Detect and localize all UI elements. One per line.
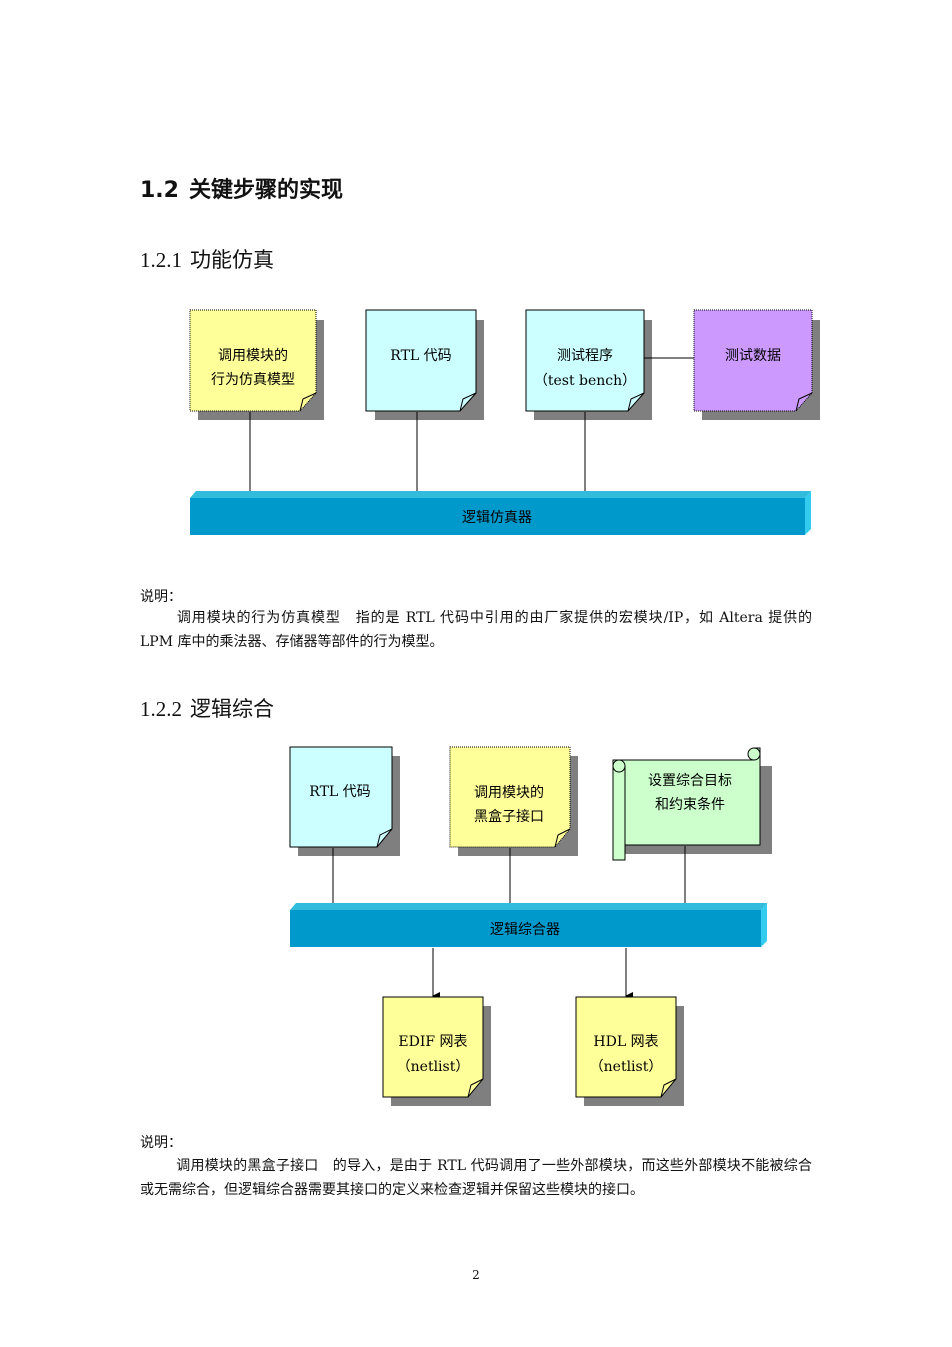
behavior-model-line2: 行为仿真模型 bbox=[211, 372, 295, 388]
behavior-model-box: 调用模块的 行为仿真模型 bbox=[189, 309, 324, 420]
logic-simulator-bar: 逻辑仿真器 bbox=[190, 491, 811, 535]
constraints-line2: 和约束条件 bbox=[655, 796, 725, 813]
subsection-number-2: 1.2.2 bbox=[140, 697, 182, 721]
black-box-line1: 调用模块的 bbox=[474, 785, 544, 801]
rtl-code-label: RTL 代码 bbox=[390, 348, 451, 364]
test-bench-line1: 测试程序 bbox=[557, 348, 613, 364]
edif-line1: EDIF 网表 bbox=[398, 1034, 467, 1050]
constraints-scroll-box: 设置综合目标 和约束条件 bbox=[612, 747, 772, 861]
section-number: 1.2 bbox=[140, 178, 179, 203]
note-paragraph-2: 调用模块的黑盒子接口 的导入，是由于 RTL 代码调用了一些外部模块，而这些外部… bbox=[140, 1154, 812, 1202]
subsection-title-1: 功能仿真 bbox=[190, 248, 274, 272]
logic-synthesizer-bar: 逻辑综合器 bbox=[290, 903, 767, 947]
test-bench-box: 测试程序 （test bench） bbox=[525, 309, 652, 420]
rtl-code-label-2: RTL 代码 bbox=[309, 784, 370, 800]
edif-line2: （netlist） bbox=[397, 1059, 470, 1075]
page-number: 2 bbox=[472, 1268, 480, 1282]
subsection-heading-2: 1.2.2 逻辑综合 bbox=[140, 693, 274, 723]
note-label-1: 说明： bbox=[140, 589, 182, 605]
black-box-line2: 黑盒子接口 bbox=[474, 808, 544, 825]
behavior-model-line1: 调用模块的 bbox=[218, 348, 288, 364]
subsection-title-2: 逻辑综合 bbox=[190, 697, 274, 721]
black-box-interface-box: 调用模块的 黑盒子接口 bbox=[449, 746, 578, 856]
test-data-box: 测试数据 bbox=[693, 309, 820, 420]
subsection-heading-1: 1.2.1 功能仿真 bbox=[140, 244, 274, 274]
simulation-flow-diagram: 调用模块的 行为仿真模型 RTL 代码 测试程序 （test bench） 测试… bbox=[189, 309, 820, 535]
hdl-netlist-box: HDL 网表 （netlist） bbox=[575, 996, 684, 1106]
synthesis-flow-diagram: RTL 代码 调用模块的 黑盒子接口 设置综合目标 和约束条件 逻辑综合器 ED… bbox=[289, 746, 772, 1106]
note-text-1: 调用模块的行为仿真模型 指的是 RTL 代码中引用的由厂家提供的宏模块/IP，如… bbox=[140, 610, 812, 650]
section-title: 关键步骤的实现 bbox=[188, 178, 343, 203]
subsection-number-1: 1.2.1 bbox=[140, 248, 182, 272]
section-heading: 1.2 关键步骤的实现 bbox=[140, 172, 343, 204]
hdl-line1: HDL 网表 bbox=[593, 1034, 658, 1050]
rtl-code-box-2: RTL 代码 bbox=[289, 746, 400, 856]
rtl-code-box: RTL 代码 bbox=[365, 309, 484, 420]
constraints-line1: 设置综合目标 bbox=[648, 773, 732, 789]
test-data-label: 测试数据 bbox=[725, 348, 781, 364]
note-paragraph-1: 调用模块的行为仿真模型 指的是 RTL 代码中引用的由厂家提供的宏模块/IP，如… bbox=[140, 606, 812, 654]
edif-netlist-box: EDIF 网表 （netlist） bbox=[382, 996, 491, 1106]
test-bench-line2: （test bench） bbox=[534, 373, 636, 389]
hdl-line2: （netlist） bbox=[590, 1059, 663, 1075]
note-text-2: 调用模块的黑盒子接口 的导入，是由于 RTL 代码调用了一些外部模块，而这些外部… bbox=[140, 1158, 812, 1198]
logic-simulator-label: 逻辑仿真器 bbox=[462, 510, 532, 526]
note-label-2: 说明： bbox=[140, 1135, 182, 1151]
logic-synthesizer-label: 逻辑综合器 bbox=[490, 922, 560, 938]
